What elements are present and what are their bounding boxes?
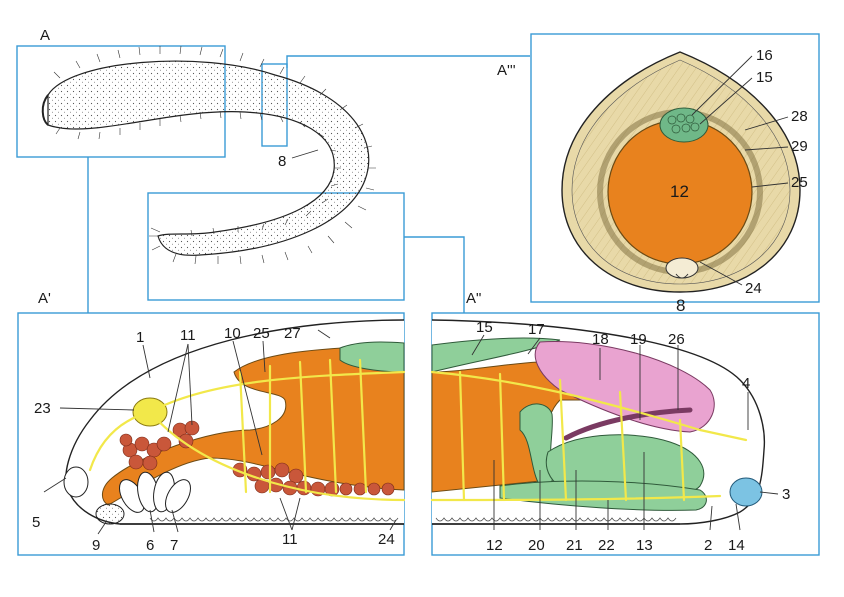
section-nerve-cells bbox=[667, 113, 700, 134]
worm-body bbox=[47, 60, 370, 256]
label-18: 18 bbox=[592, 331, 609, 348]
a2-leaders bbox=[471, 334, 779, 531]
a2-nerve-net bbox=[430, 370, 748, 502]
label-12-a2: 12 bbox=[486, 537, 503, 554]
label-6: 6 bbox=[146, 537, 154, 554]
panel-a-inset-frame bbox=[147, 192, 405, 301]
label-27: 27 bbox=[284, 325, 301, 342]
leader-8-a bbox=[291, 149, 319, 159]
label-17: 17 bbox=[528, 321, 545, 338]
a2-gonad-strip bbox=[431, 337, 561, 373]
leader-29 bbox=[744, 146, 789, 151]
a1-leaders bbox=[43, 329, 397, 535]
label-15-section: 15 bbox=[756, 69, 773, 86]
label-20: 20 bbox=[528, 537, 545, 554]
label-16: 16 bbox=[756, 47, 773, 64]
label-24-a1: 24 bbox=[378, 531, 395, 548]
connector-a-a3 bbox=[286, 55, 530, 68]
label-13: 13 bbox=[636, 537, 653, 554]
section-nerve-cord bbox=[659, 107, 709, 143]
label-7: 7 bbox=[170, 537, 178, 554]
label-19: 19 bbox=[630, 331, 647, 348]
label-14: 14 bbox=[728, 537, 745, 554]
label-26: 26 bbox=[668, 331, 685, 348]
a1-frontal-lobes bbox=[119, 471, 191, 513]
a1-egg-clusters bbox=[119, 420, 395, 497]
label-4: 4 bbox=[742, 375, 750, 392]
label-8-panel-a: 8 bbox=[278, 153, 286, 170]
label-21: 21 bbox=[566, 537, 583, 554]
a1-nerve-net bbox=[88, 358, 406, 502]
panel-a3-frame bbox=[530, 33, 820, 303]
label-9: 9 bbox=[92, 537, 100, 554]
panel-a: A 8 bbox=[16, 27, 530, 313]
a2-green-ventral bbox=[499, 480, 707, 511]
label-28: 28 bbox=[791, 108, 808, 125]
label-8-section: 8 bbox=[676, 296, 685, 315]
worm-head-edge bbox=[41, 94, 49, 126]
label-1: 1 bbox=[136, 329, 144, 346]
leader-16 bbox=[691, 55, 753, 116]
panel-a-label: A bbox=[40, 27, 50, 44]
section-groove-cilia bbox=[675, 273, 689, 279]
label-10: 10 bbox=[224, 325, 241, 342]
label-22: 22 bbox=[598, 537, 615, 554]
label-12-section: 12 bbox=[670, 182, 689, 201]
label-11-bottom: 11 bbox=[282, 531, 298, 548]
label-11-top: 11 bbox=[180, 327, 196, 344]
a2-statocyst bbox=[729, 477, 763, 507]
panel-a2: A" bbox=[430, 290, 820, 556]
panel-a1-label: A' bbox=[38, 290, 51, 307]
label-15-a2: 15 bbox=[476, 319, 493, 336]
worm-bristles bbox=[53, 45, 376, 265]
label-5: 5 bbox=[32, 514, 40, 531]
label-25-section: 25 bbox=[791, 174, 808, 191]
label-29: 29 bbox=[791, 138, 808, 155]
connector-a-a2 bbox=[404, 236, 465, 313]
a2-duct bbox=[563, 407, 693, 441]
leader-15-section bbox=[699, 77, 753, 125]
a2-ventral-papillae bbox=[435, 517, 677, 522]
label-25-a1: 25 bbox=[253, 325, 270, 342]
panel-a3-label: A''' bbox=[497, 62, 516, 79]
panel-a1: A' bbox=[17, 290, 406, 556]
leader-28 bbox=[744, 116, 789, 131]
a1-proboscis-tip bbox=[63, 466, 89, 498]
a1-ventral-papillae bbox=[149, 517, 399, 522]
label-23: 23 bbox=[34, 400, 51, 417]
label-24-section: 24 bbox=[745, 280, 762, 297]
panel-a3: A''' 16 15 28 29 25 24 12 8 bbox=[497, 33, 820, 315]
a1-mouth bbox=[95, 503, 125, 525]
panel-a2-label: A" bbox=[466, 290, 481, 307]
section-ventral-groove bbox=[665, 257, 699, 279]
label-2: 2 bbox=[704, 537, 712, 554]
leader-24-section bbox=[699, 261, 743, 286]
leader-25-section bbox=[751, 182, 789, 188]
label-3: 3 bbox=[782, 486, 790, 503]
